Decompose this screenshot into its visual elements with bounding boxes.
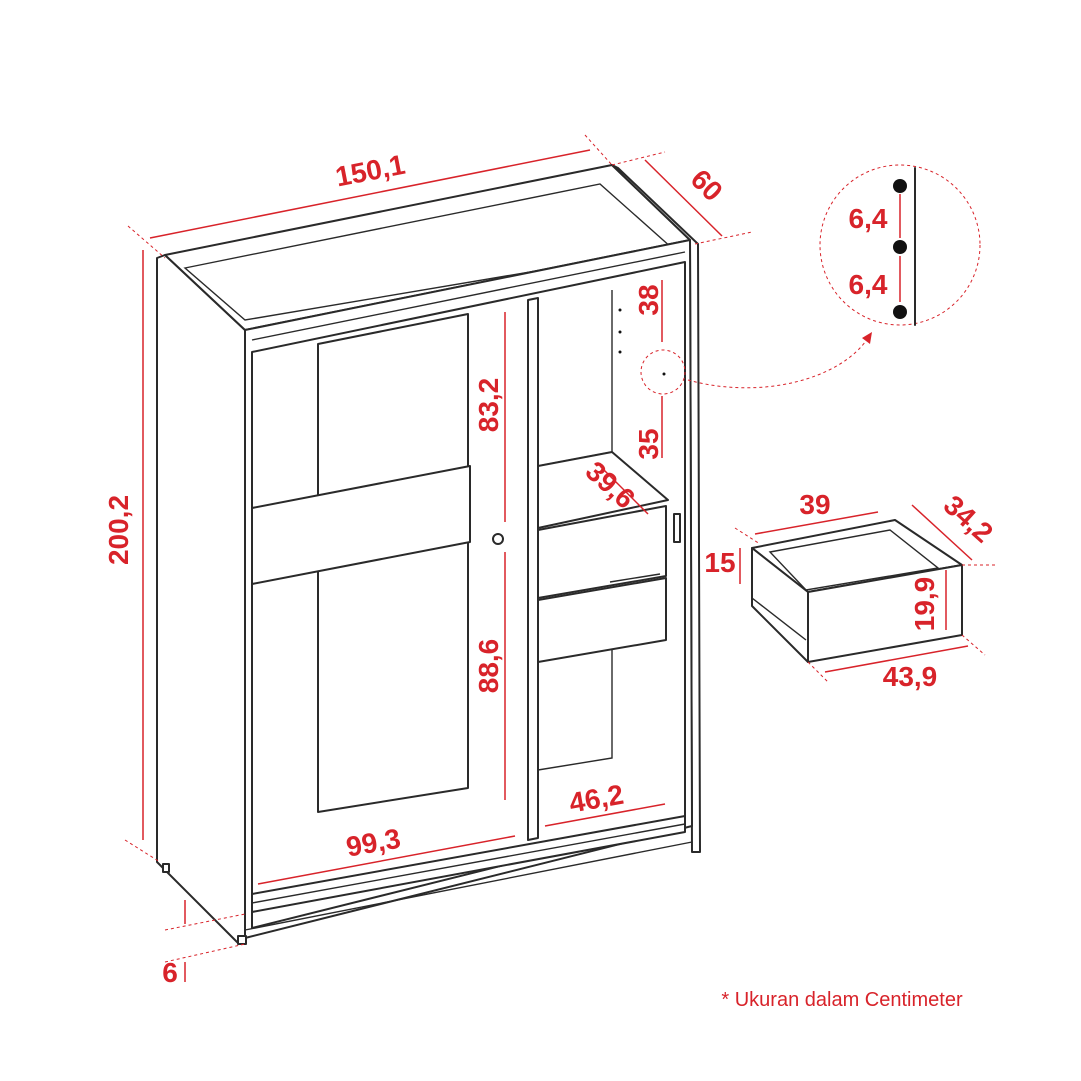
dim-depth-ext (611, 151, 666, 166)
shelf-hole (662, 372, 666, 376)
shelf-hole (618, 350, 622, 354)
hole-dot-1 (893, 179, 907, 193)
wardrobe-drawing (156, 164, 701, 945)
right-shelf (537, 451, 669, 529)
label-shelf-mid: 35 (633, 428, 664, 459)
detail-source-circle (640, 349, 686, 395)
dim-width-line (149, 149, 591, 239)
lock-icon (492, 533, 504, 545)
dim-height-ext (124, 839, 161, 863)
hole-dot-3 (893, 305, 907, 319)
hole-dot-2 (893, 240, 907, 254)
dim-depth-ext (694, 231, 753, 245)
label-upper: 83,2 (473, 378, 504, 433)
drawer-inner (768, 529, 940, 591)
dim-drawer-depth-line (911, 504, 973, 561)
label-drawer-width: 39 (799, 489, 830, 520)
wardrobe-drawer-upper (537, 505, 667, 599)
unit-note: * Ukuran dalam Centimeter (721, 989, 963, 1011)
drawer-handle-line (609, 573, 661, 583)
sliding-door-left (317, 313, 469, 813)
wardrobe-left-side (156, 254, 246, 944)
label-drawer-front-height: 19,9 (909, 577, 940, 632)
drawer-detail (734, 504, 995, 683)
dim-base-ext (164, 913, 246, 931)
label-drawer-depth: 34,2 (938, 489, 999, 549)
dim-base-ext (164, 943, 246, 963)
label-drawer-side: 15 (704, 547, 735, 578)
label-hole-1: 6,4 (849, 203, 888, 234)
dim-width-ext (127, 225, 166, 259)
label-hole-2: 6,4 (849, 269, 888, 300)
drawer-runner (751, 597, 807, 641)
wardrobe-foot-left (237, 935, 247, 945)
wardrobe-base-front (244, 841, 693, 931)
label-lower: 88,6 (473, 639, 504, 694)
door-stopper (673, 513, 681, 543)
dim-shelf-depth-line (599, 465, 649, 515)
label-shelf-top: 38 (633, 284, 664, 315)
right-compartment-bottom-back (537, 650, 613, 771)
dim-drawer-ext (807, 661, 829, 683)
dim-depth-line (644, 159, 723, 237)
detail-zoom-circle (819, 164, 981, 326)
label-depth: 60 (685, 163, 729, 207)
dim-drawer-ext (734, 527, 761, 545)
label-drawer-front-width: 43,9 (883, 661, 938, 692)
dim-width-ext (584, 134, 613, 166)
wardrobe-center-divider (527, 297, 539, 841)
label-width: 150,1 (333, 149, 408, 193)
hole-detail (893, 167, 916, 326)
dim-drawer-front-width-line (824, 645, 969, 673)
dim-left-bottom-line (257, 835, 516, 885)
wardrobe-drawer-lower (537, 577, 667, 663)
detail-callout-arrow (687, 337, 869, 389)
label-height: 200,2 (103, 495, 134, 565)
shelf-hole (618, 308, 622, 312)
wardrobe-rail-line (251, 823, 686, 904)
dim-drawer-width-line (754, 511, 879, 535)
wardrobe-back-edge (251, 251, 686, 341)
sliding-door-band (251, 465, 471, 585)
label-base: 6 (162, 957, 178, 988)
dim-right-bottom-line (544, 803, 666, 827)
detail-callout-arrowhead (862, 332, 872, 344)
wardrobe-foot-back (162, 863, 170, 873)
dim-drawer-ext (961, 634, 986, 656)
shelf-hole (618, 330, 622, 334)
dimension-lines (124, 134, 981, 982)
